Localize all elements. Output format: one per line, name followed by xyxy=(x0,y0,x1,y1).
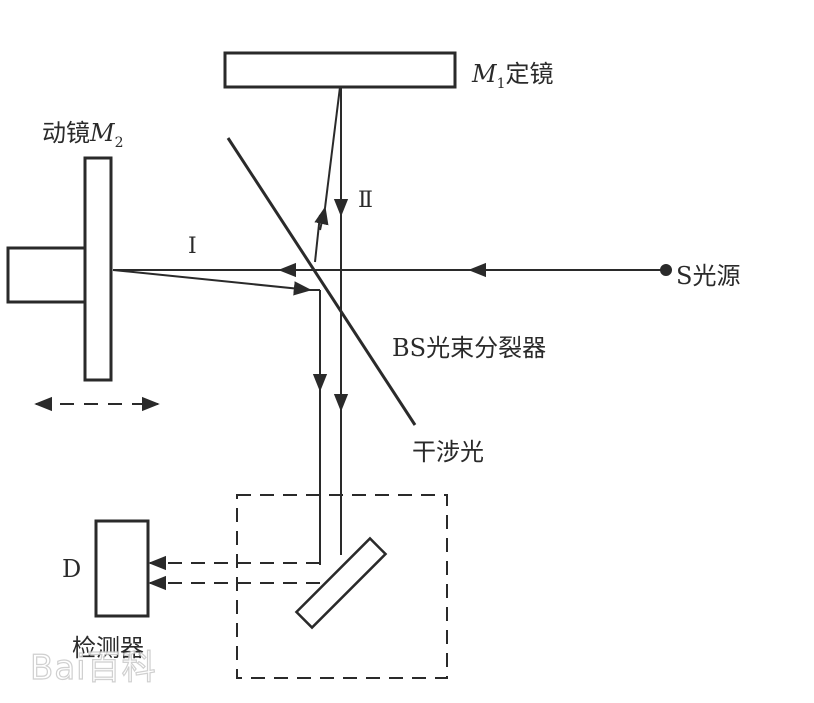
source-label: S光源 xyxy=(676,262,741,290)
m1-text: 定镜 xyxy=(505,60,554,88)
moving-mirror-m2 xyxy=(83,156,113,382)
m1-symbol: M xyxy=(472,60,497,88)
m2-symbol: M xyxy=(90,119,115,147)
beam-II-label: Ⅱ xyxy=(358,188,373,213)
beam-splitter xyxy=(226,137,417,426)
beam-splitter-label: BS光束分裂器 xyxy=(392,334,547,362)
folding-mirror xyxy=(294,536,388,630)
beam-I-label: Ⅰ xyxy=(188,234,197,259)
beam-I-return xyxy=(112,269,312,296)
detector-label: 检测器 xyxy=(72,634,144,662)
baidu-watermark: Bai百科 xyxy=(29,647,157,688)
beam-II-up xyxy=(314,214,321,263)
mirror-actuator xyxy=(6,246,87,304)
detector-letter-label: D xyxy=(62,555,82,583)
optics-dashed-box xyxy=(236,494,448,679)
source-point xyxy=(660,264,672,276)
m2-text: 动镜 xyxy=(42,119,90,147)
moving-mirror-label: 动镜M2 xyxy=(42,113,124,151)
fixed-mirror-label: M1定镜 xyxy=(472,54,554,92)
m2-subscript: 2 xyxy=(114,134,124,151)
fixed-mirror-m1 xyxy=(223,51,457,89)
interference-light-label: 干涉光 xyxy=(412,438,484,466)
detector-box xyxy=(94,519,150,618)
m1-subscript: 1 xyxy=(496,75,506,92)
